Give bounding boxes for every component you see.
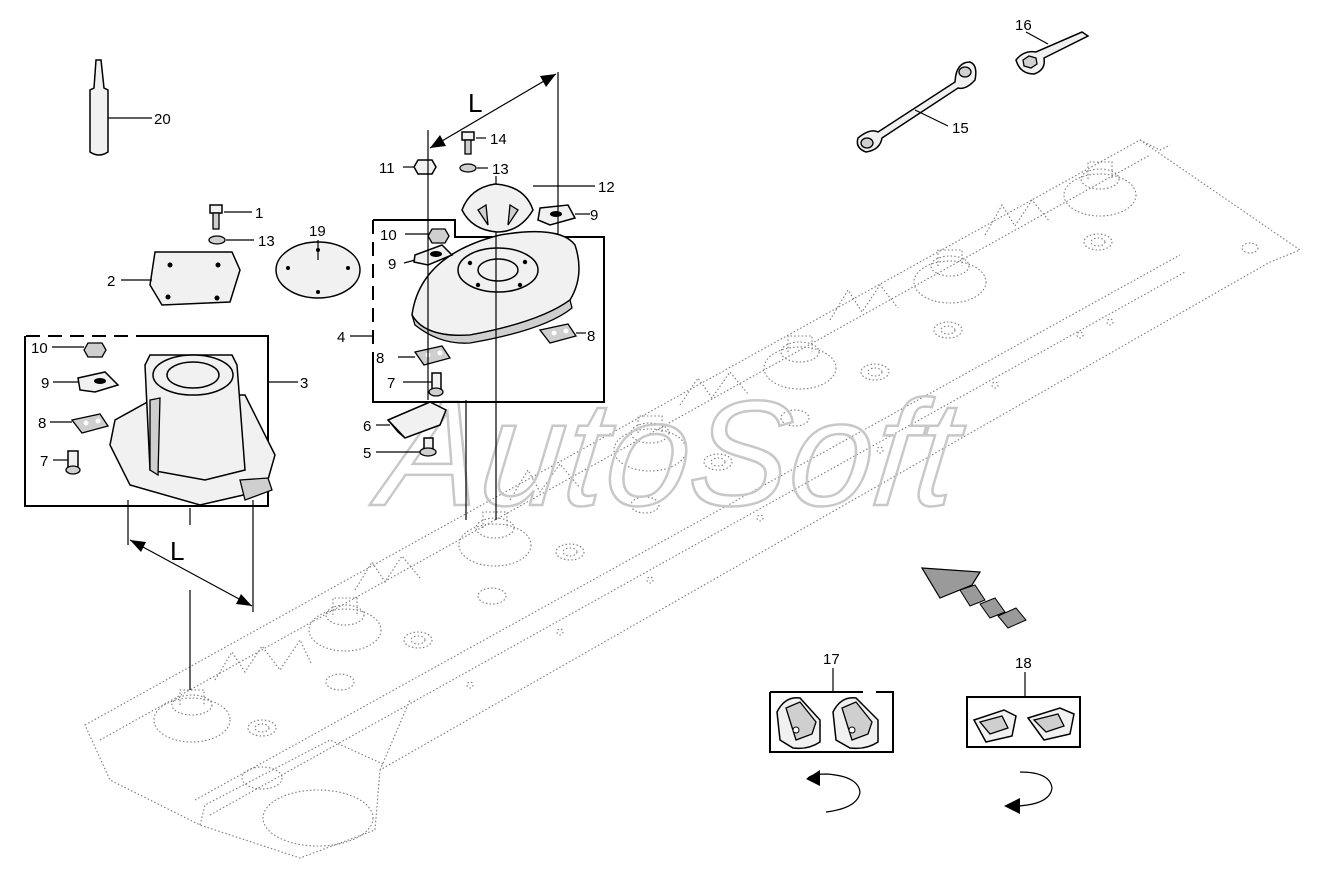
callout-labels: 1 2 3 4 5 6 7 7 8 8 8 9 9 9 10 10 11 12 … — [31, 17, 1032, 672]
drum-part-3 — [109, 354, 298, 506]
washer-part-13a — [208, 235, 254, 245]
dimension-lower-label: L — [170, 536, 184, 566]
gasket-part-19 — [275, 240, 361, 299]
plate-part-8b — [538, 323, 586, 344]
nut-part-10a — [52, 342, 107, 358]
callout-20: 20 — [154, 111, 171, 128]
disc-hubs — [153, 161, 1137, 743]
callout-7-left: 7 — [40, 453, 48, 470]
callout-6: 6 — [363, 418, 371, 435]
key-part-16 — [1015, 31, 1090, 75]
callout-7-upper: 7 — [387, 375, 395, 392]
washer-part-13b — [459, 163, 488, 173]
cap-part-12 — [461, 176, 595, 233]
callout-11: 11 — [379, 160, 395, 177]
callout-9-upper-right: 9 — [590, 207, 598, 224]
bolt-part-14 — [461, 131, 486, 155]
nut-part-10b — [405, 228, 450, 244]
callout-8-left: 8 — [38, 415, 46, 432]
callout-18: 18 — [1015, 655, 1032, 672]
dimension-upper: L — [429, 73, 557, 149]
callout-8-upper-left: 8 — [376, 350, 384, 367]
callout-8-upper-right: 8 — [587, 328, 595, 345]
rotation-left-icon — [806, 770, 861, 813]
callout-14: 14 — [490, 131, 507, 148]
callout-10-upper: 10 — [380, 227, 397, 244]
knife-holder-part-9b — [537, 204, 590, 226]
callout-4: 4 — [337, 329, 345, 346]
callout-16: 16 — [1015, 17, 1032, 34]
dimension-lower: L — [127, 500, 254, 690]
callout-13-left: 13 — [258, 233, 275, 250]
cutting-disc-part — [411, 230, 580, 344]
callout-2: 2 — [107, 273, 115, 290]
knife-holder-part-9c — [403, 244, 454, 266]
watermark-text: AutoSoft — [366, 369, 972, 537]
callout-10-left: 10 — [31, 340, 48, 357]
callout-9-left: 9 — [41, 375, 49, 392]
plate-part-8a — [50, 413, 110, 434]
wrench-part-15 — [856, 61, 977, 153]
travel-direction-arrow-icon — [920, 567, 1027, 629]
rotation-right-icon — [1004, 771, 1053, 814]
callout-13-upper: 13 — [492, 161, 509, 178]
drum-group-box — [24, 335, 269, 507]
callout-9-upper-left: 9 — [388, 256, 396, 273]
grease-tube-part — [89, 59, 152, 156]
knife-holder-part-9a — [53, 371, 120, 393]
dimension-upper-label: L — [468, 88, 482, 118]
knife-part-6 — [376, 401, 447, 439]
callout-12: 12 — [598, 179, 615, 196]
callout-5: 5 — [363, 445, 371, 462]
nut-part-11 — [403, 159, 437, 175]
centre-lines — [427, 72, 559, 520]
screw-part-7b — [403, 372, 444, 397]
callout-3: 3 — [300, 375, 308, 392]
option-18-box — [966, 672, 1081, 748]
screw-part-5 — [376, 437, 437, 457]
callout-15: 15 — [952, 120, 969, 137]
disc-group-box — [372, 219, 605, 403]
bolt-part-1 — [209, 204, 252, 230]
callout-17: 17 — [823, 651, 840, 668]
screw-part-7a — [53, 450, 81, 475]
cutter-bar — [84, 139, 1302, 859]
option-17-box — [769, 668, 894, 753]
plate-part-2 — [121, 251, 241, 306]
plate-part-8c — [398, 345, 452, 366]
callout-19: 19 — [309, 223, 326, 240]
callout-1: 1 — [255, 205, 263, 222]
